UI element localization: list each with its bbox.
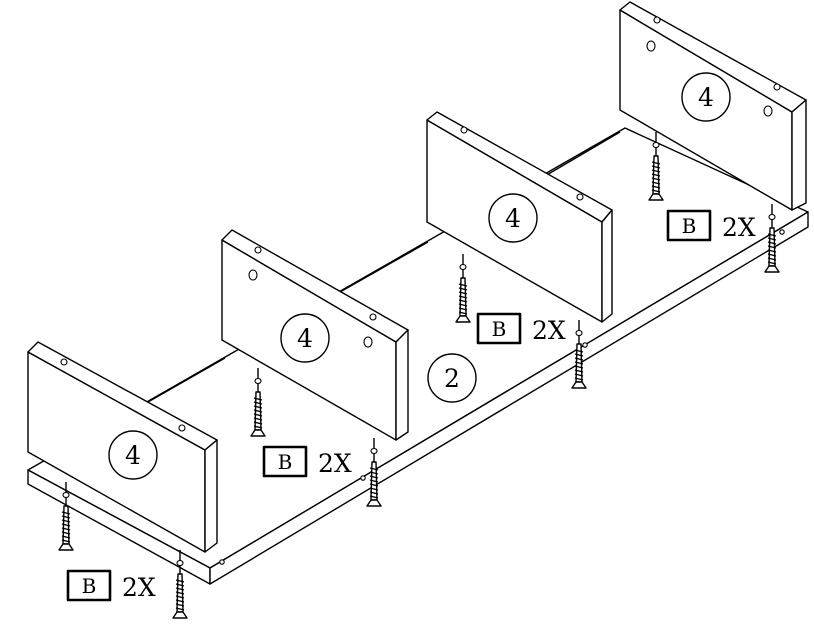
panel-number-label: 4 [125, 441, 141, 470]
fastener-count: 2X [722, 213, 756, 242]
fastener-group-front: B 2X [66, 569, 156, 602]
side-panel-4-back: 4 [619, 1, 807, 211]
panel-number-circle [427, 353, 477, 403]
fastener-group-mid-front: B 2X [262, 445, 352, 478]
panel-number-circle [681, 72, 731, 122]
panel-number-label: 4 [297, 324, 313, 353]
panel-number-circle [108, 430, 158, 480]
fastener-count: 2X [532, 316, 566, 345]
fastener-box-label: B [682, 214, 697, 238]
side-panel-4-mid-front: 4 [221, 229, 409, 441]
base-panel [27, 127, 809, 585]
base-panel-number: 2 [427, 353, 477, 403]
fastener-box-label: B [492, 317, 507, 341]
panel-number-label: 4 [698, 83, 714, 112]
fastener-count: 2X [122, 573, 156, 602]
panel-number-circle [280, 313, 330, 363]
fastener-box-label: B [82, 574, 97, 598]
panel-number-label: 4 [505, 204, 521, 233]
fastener-box-label: B [278, 450, 293, 474]
fastener-group-back: B 2X [666, 209, 756, 242]
fastener-count: 2X [318, 449, 352, 478]
panel-number-circle [488, 193, 538, 243]
fastener-group-mid-back: B 2X [476, 312, 566, 345]
panel-number-label: 2 [444, 364, 460, 393]
side-panel-4-mid-back: 4 [426, 111, 613, 323]
side-panel-4-front: 4 [27, 341, 218, 553]
